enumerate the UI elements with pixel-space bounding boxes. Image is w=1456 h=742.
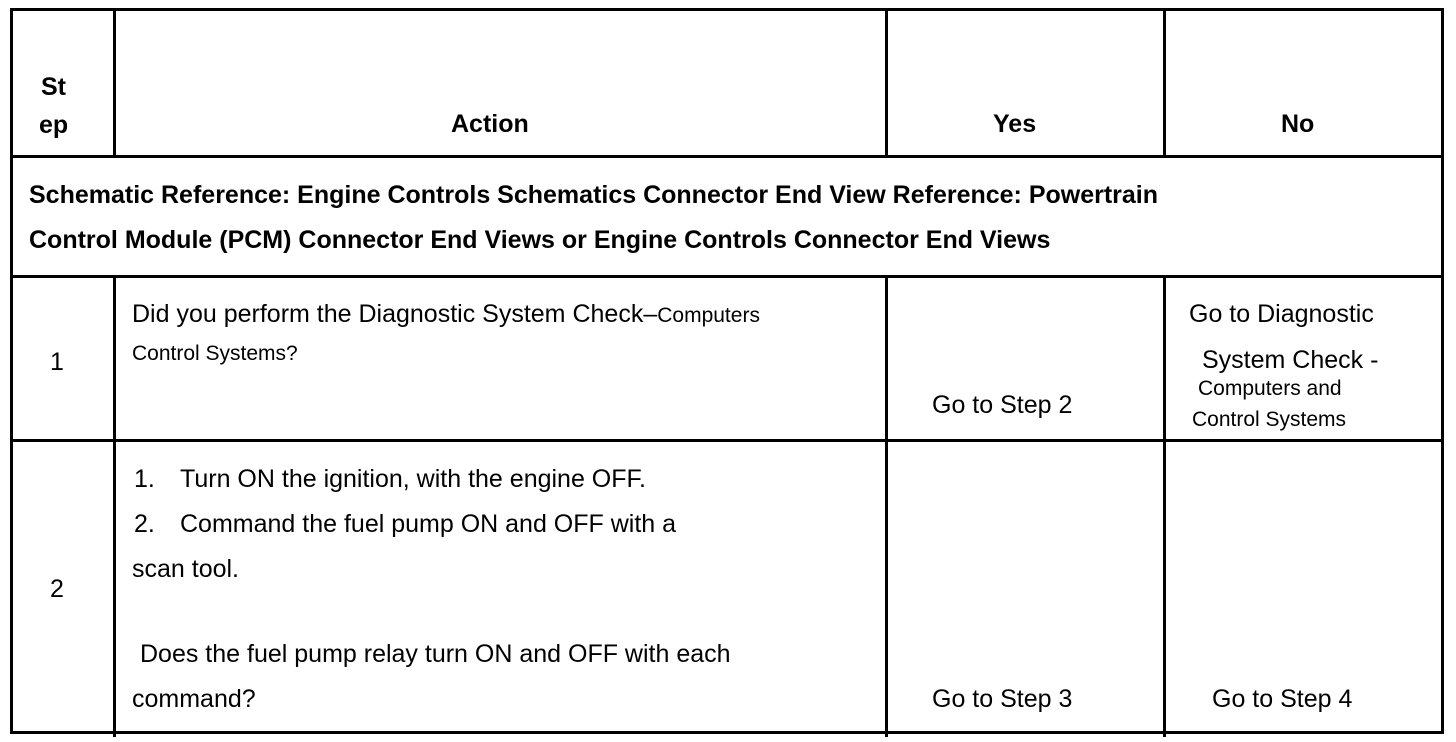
reference-line2: Control Module (PCM) Connector End Views… — [29, 226, 1051, 254]
row1-no-line1: Go to Diagnostic — [1189, 300, 1374, 328]
reference-divider — [13, 275, 1441, 278]
row2-step: 2 — [50, 575, 64, 603]
row1-step: 1 — [50, 348, 64, 376]
row1-no-line4: Control Systems — [1192, 408, 1347, 431]
row2-yes: Go to Step 3 — [932, 685, 1073, 713]
col-divider-yes-body — [1163, 275, 1166, 737]
header-step-line1: St — [41, 73, 66, 101]
header-divider — [13, 155, 1441, 158]
header-yes: Yes — [993, 110, 1037, 138]
diagnostic-table: St ep Action Yes No Schematic Reference:… — [10, 8, 1444, 737]
row1-no-line2: System Check - — [1202, 346, 1379, 374]
row2-question-line1: Does the fuel pump relay turn ON and OFF… — [140, 640, 731, 668]
row2-question-line2: command? — [132, 685, 256, 713]
row1-action-dash: – — [643, 300, 658, 328]
row1-action-line2: Control Systems? — [132, 342, 298, 365]
header-step-line2: ep — [39, 111, 69, 139]
row1-yes: Go to Step 2 — [932, 391, 1073, 419]
row2-item1-text: Turn ON the ignition, with the engine OF… — [180, 465, 646, 493]
row2-item1-num: 1. — [134, 465, 155, 493]
row1-no-line3: Computers and — [1198, 377, 1342, 400]
row1-action-part1: Did you perform the Diagnostic System Ch… — [132, 300, 644, 328]
row2-item2-text: Command the fuel pump ON and OFF with a — [180, 510, 677, 538]
col-divider-step-header — [113, 11, 116, 157]
header-action: Action — [451, 110, 529, 138]
col-divider-action-body — [885, 275, 888, 737]
col-divider-action-header — [885, 11, 888, 157]
row2-item2-num: 2. — [134, 510, 155, 538]
row2-item2-cont: scan tool. — [132, 555, 240, 583]
row1-action-line1: Did you perform the Diagnostic System Ch… — [132, 302, 760, 327]
col-divider-step-body — [113, 275, 116, 737]
row2-no: Go to Step 4 — [1212, 685, 1353, 713]
row1-action-part2: Computers — [657, 304, 760, 327]
reference-line1: Schematic Reference: Engine Controls Sch… — [29, 181, 1159, 209]
col-divider-yes-header — [1163, 11, 1166, 157]
row1-divider — [13, 439, 1441, 442]
header-no: No — [1281, 110, 1315, 138]
